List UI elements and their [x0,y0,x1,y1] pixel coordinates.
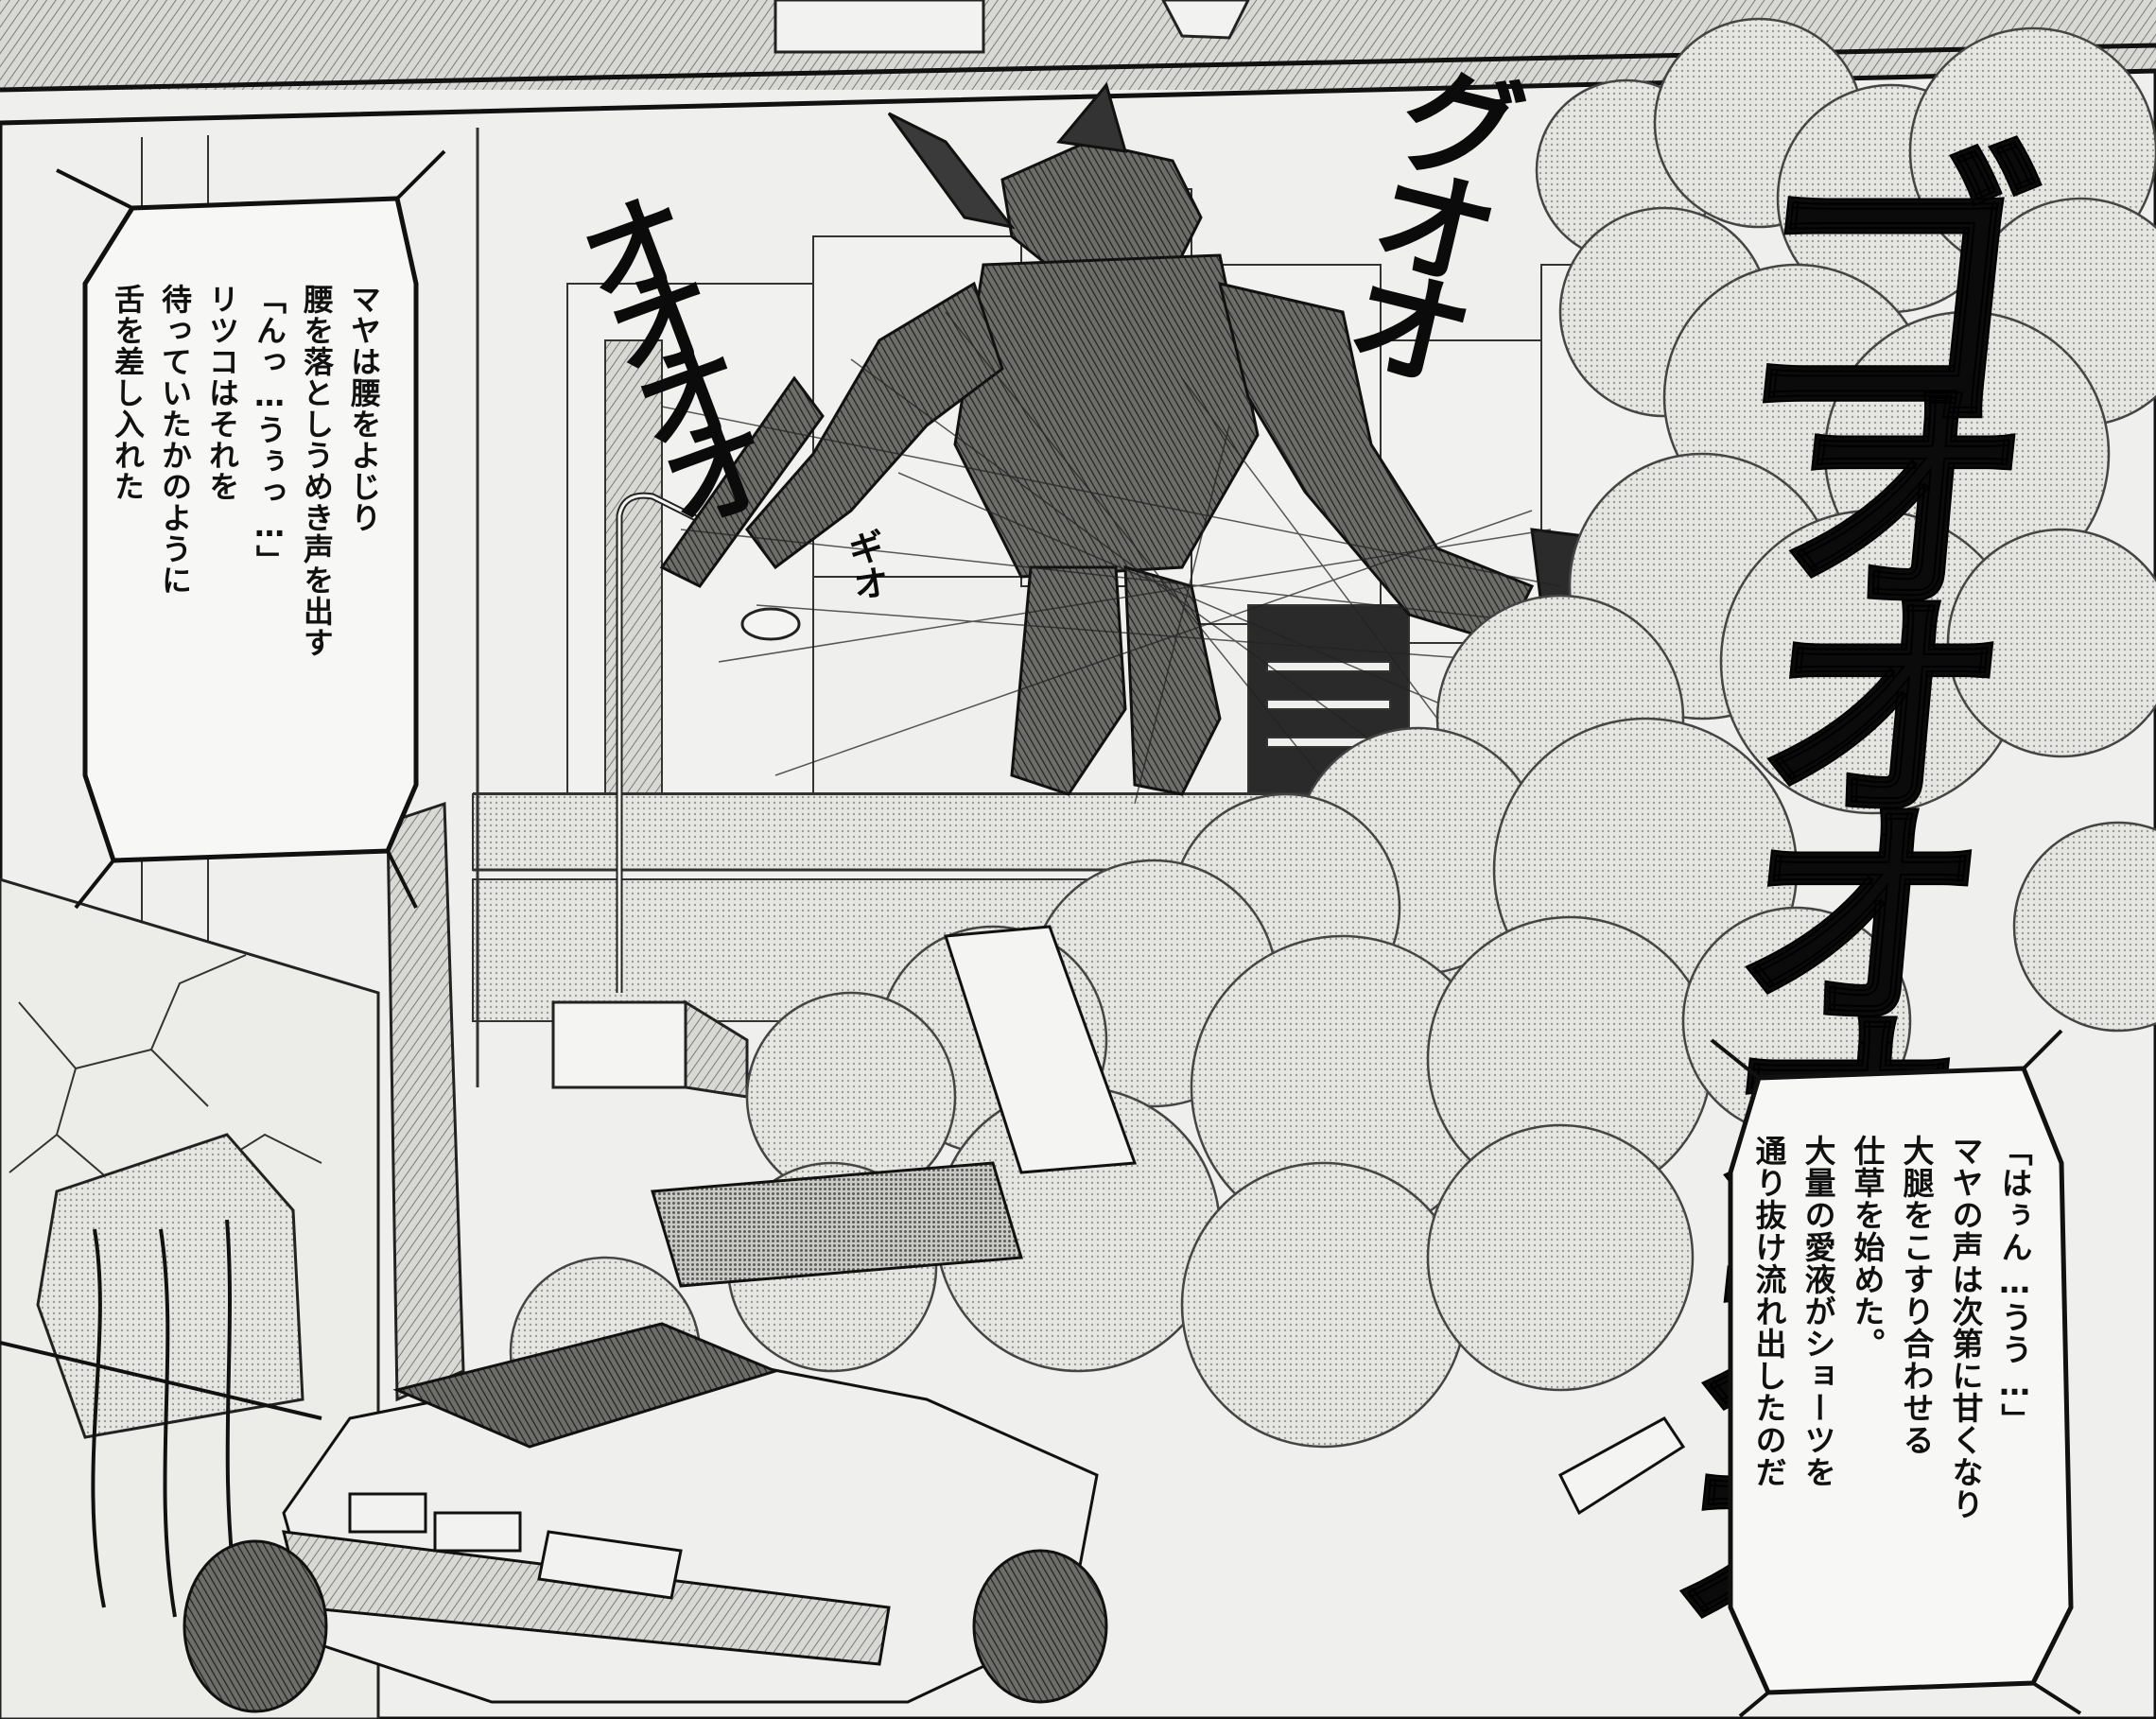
caption-line: 通り抜け流れ出したのだ [1750,1135,1787,1488]
speed-lines [661,311,1561,805]
smoke-cloud [509,17,2156,1449]
caption-line: 待っていたかのように [157,284,193,596]
caption-box-right: 「はぅん…うう…」 マヤの声は次第に甘くなり 大腿をこすり合わせる 仕草を始めた… [1749,1135,2033,1570]
caption-line: リツコはそれを [204,284,240,502]
caption-line: 「んっ…うぅっ…」 [252,284,287,576]
caption-line: マヤは腰をよじり [346,284,382,533]
caption-box-left: マヤは腰をよじり 腰を落としうめき声を出す 「んっ…うぅっ…」 リツコはそれを … [110,284,382,681]
giant-robot [659,81,1628,796]
cracked-wall [0,801,465,1719]
caption-line: マヤの声は次第に甘くなり [1947,1135,1984,1520]
street-lamp [551,492,801,1099]
caption-line: 大量の愛液がショーツを [1800,1135,1836,1488]
wrecked-car [183,925,1686,1713]
caption-line: 舌を差し入れた [110,284,146,502]
caption-line: 「はぅん…うう…」 [1996,1135,2033,1435]
caption-line: 腰を落としうめき声を出す [299,284,335,658]
caption-line: 仕草を始めた。 [1849,1135,1886,1360]
caption-line: 大腿をこすり合わせる [1898,1135,1935,1456]
